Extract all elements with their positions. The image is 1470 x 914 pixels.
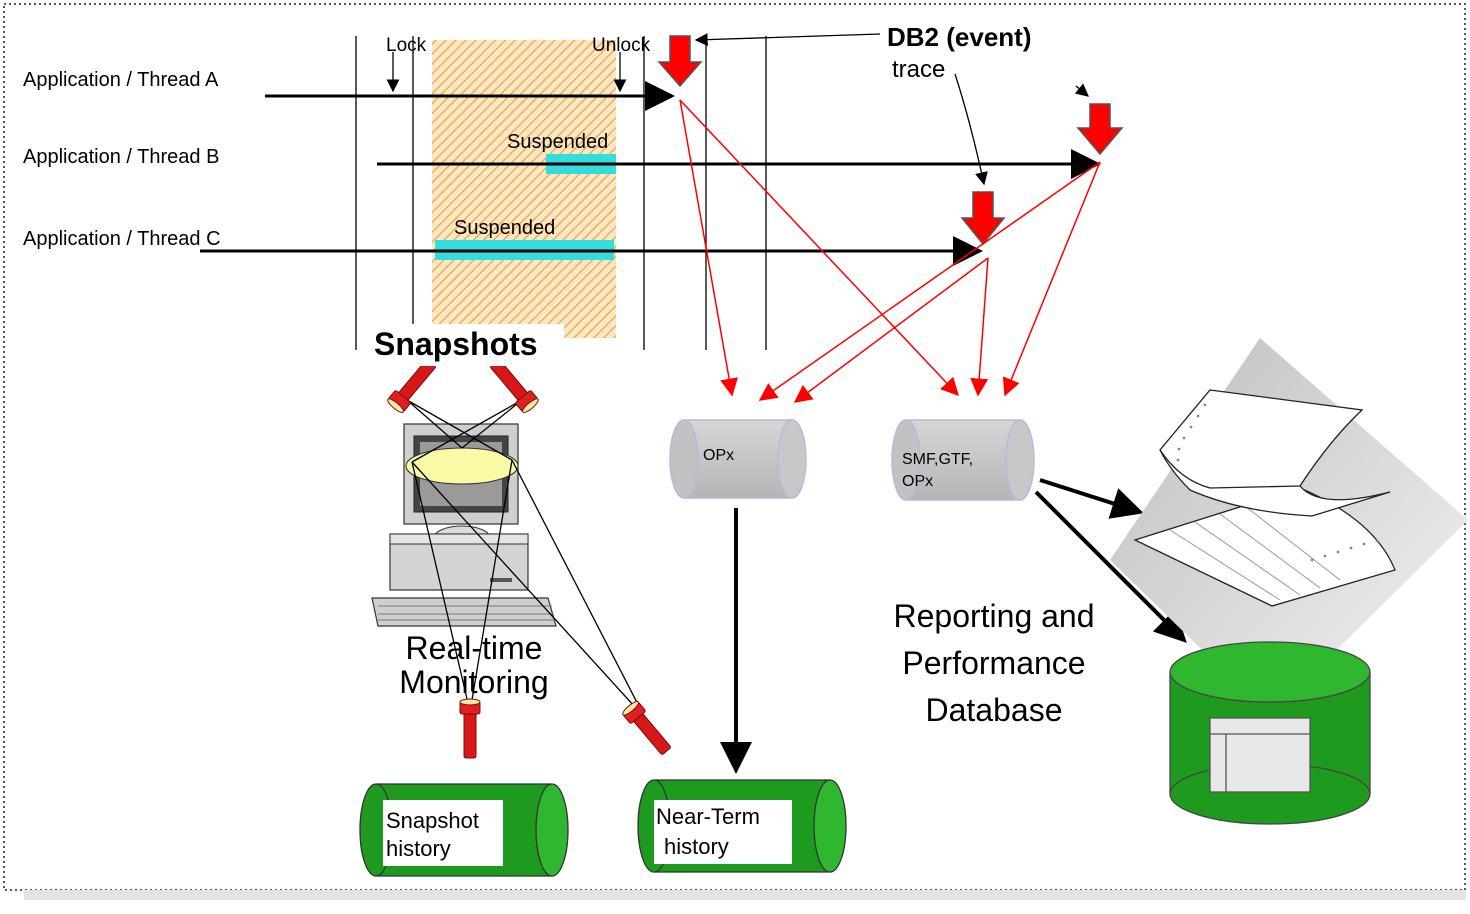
opx-label: OPx [703, 447, 735, 464]
reporting-label-line3: Database [925, 692, 1063, 728]
reporting-label-line2: Performance [902, 645, 1086, 681]
suspended-label-c: Suspended [454, 217, 556, 239]
nearterm-history-cylinder [637, 779, 847, 873]
thread-a-label: Application / Thread A [23, 69, 219, 91]
trace-pointer-c [954, 73, 988, 186]
snapshot-history-line1: Snapshot [386, 808, 479, 833]
flashlight-icon-bottom [459, 698, 481, 759]
smf-label-line2: OPx [902, 473, 934, 490]
thread-c-label: Application / Thread C [23, 228, 221, 250]
unlock-label: Unlock [592, 35, 651, 56]
lock-label: Lock [386, 35, 427, 56]
frame-shadow [24, 890, 1466, 900]
trace-event-icon-a [657, 35, 703, 88]
smf-label-line1: SMF,GTF, [902, 451, 974, 468]
snapshot-history-cylinder [359, 783, 569, 877]
trace-subtitle: trace [892, 56, 946, 83]
thread-b-label: Application / Thread B [23, 146, 220, 168]
nearterm-history-line2: history [664, 834, 729, 859]
trace-pointer-b [1074, 83, 1089, 97]
trace-pointer-a [694, 33, 881, 47]
trace-flows [679, 99, 1101, 403]
flashlight-icon-right [490, 359, 539, 413]
timeline-grid [355, 36, 767, 350]
trace-title: DB2 (event) [887, 22, 1032, 52]
smf-to-database-arrow [1034, 490, 1187, 643]
smf-to-report-arrow [1039, 478, 1144, 519]
monitoring-label-line1: Real-time [405, 630, 543, 666]
snapshots-label-backdrop [368, 324, 564, 366]
lock-region [432, 40, 616, 338]
frame-border [3, 3, 1466, 891]
report-printout-icon [1110, 338, 1468, 716]
snapshots-label: Snapshots [374, 326, 538, 362]
suspended-label-b: Suspended [507, 131, 609, 153]
performance-database-cylinder [1169, 641, 1371, 825]
monitoring-label-line2: Monitoring [399, 664, 549, 700]
trace-event-icon-c [960, 191, 1006, 246]
opx-dataset-cylinder [669, 419, 807, 499]
snapshot-history-line2: history [386, 836, 451, 861]
flashlight-icon-nearterm [622, 701, 671, 755]
reporting-label-line1: Reporting and [893, 598, 1095, 634]
nearterm-history-line1: Near-Term [656, 804, 760, 829]
smf-dataset-cylinder [891, 419, 1035, 501]
computer-monitor-icon [371, 423, 557, 627]
snapshot-beams [406, 399, 646, 719]
trace-event-icon-b [1076, 103, 1124, 156]
